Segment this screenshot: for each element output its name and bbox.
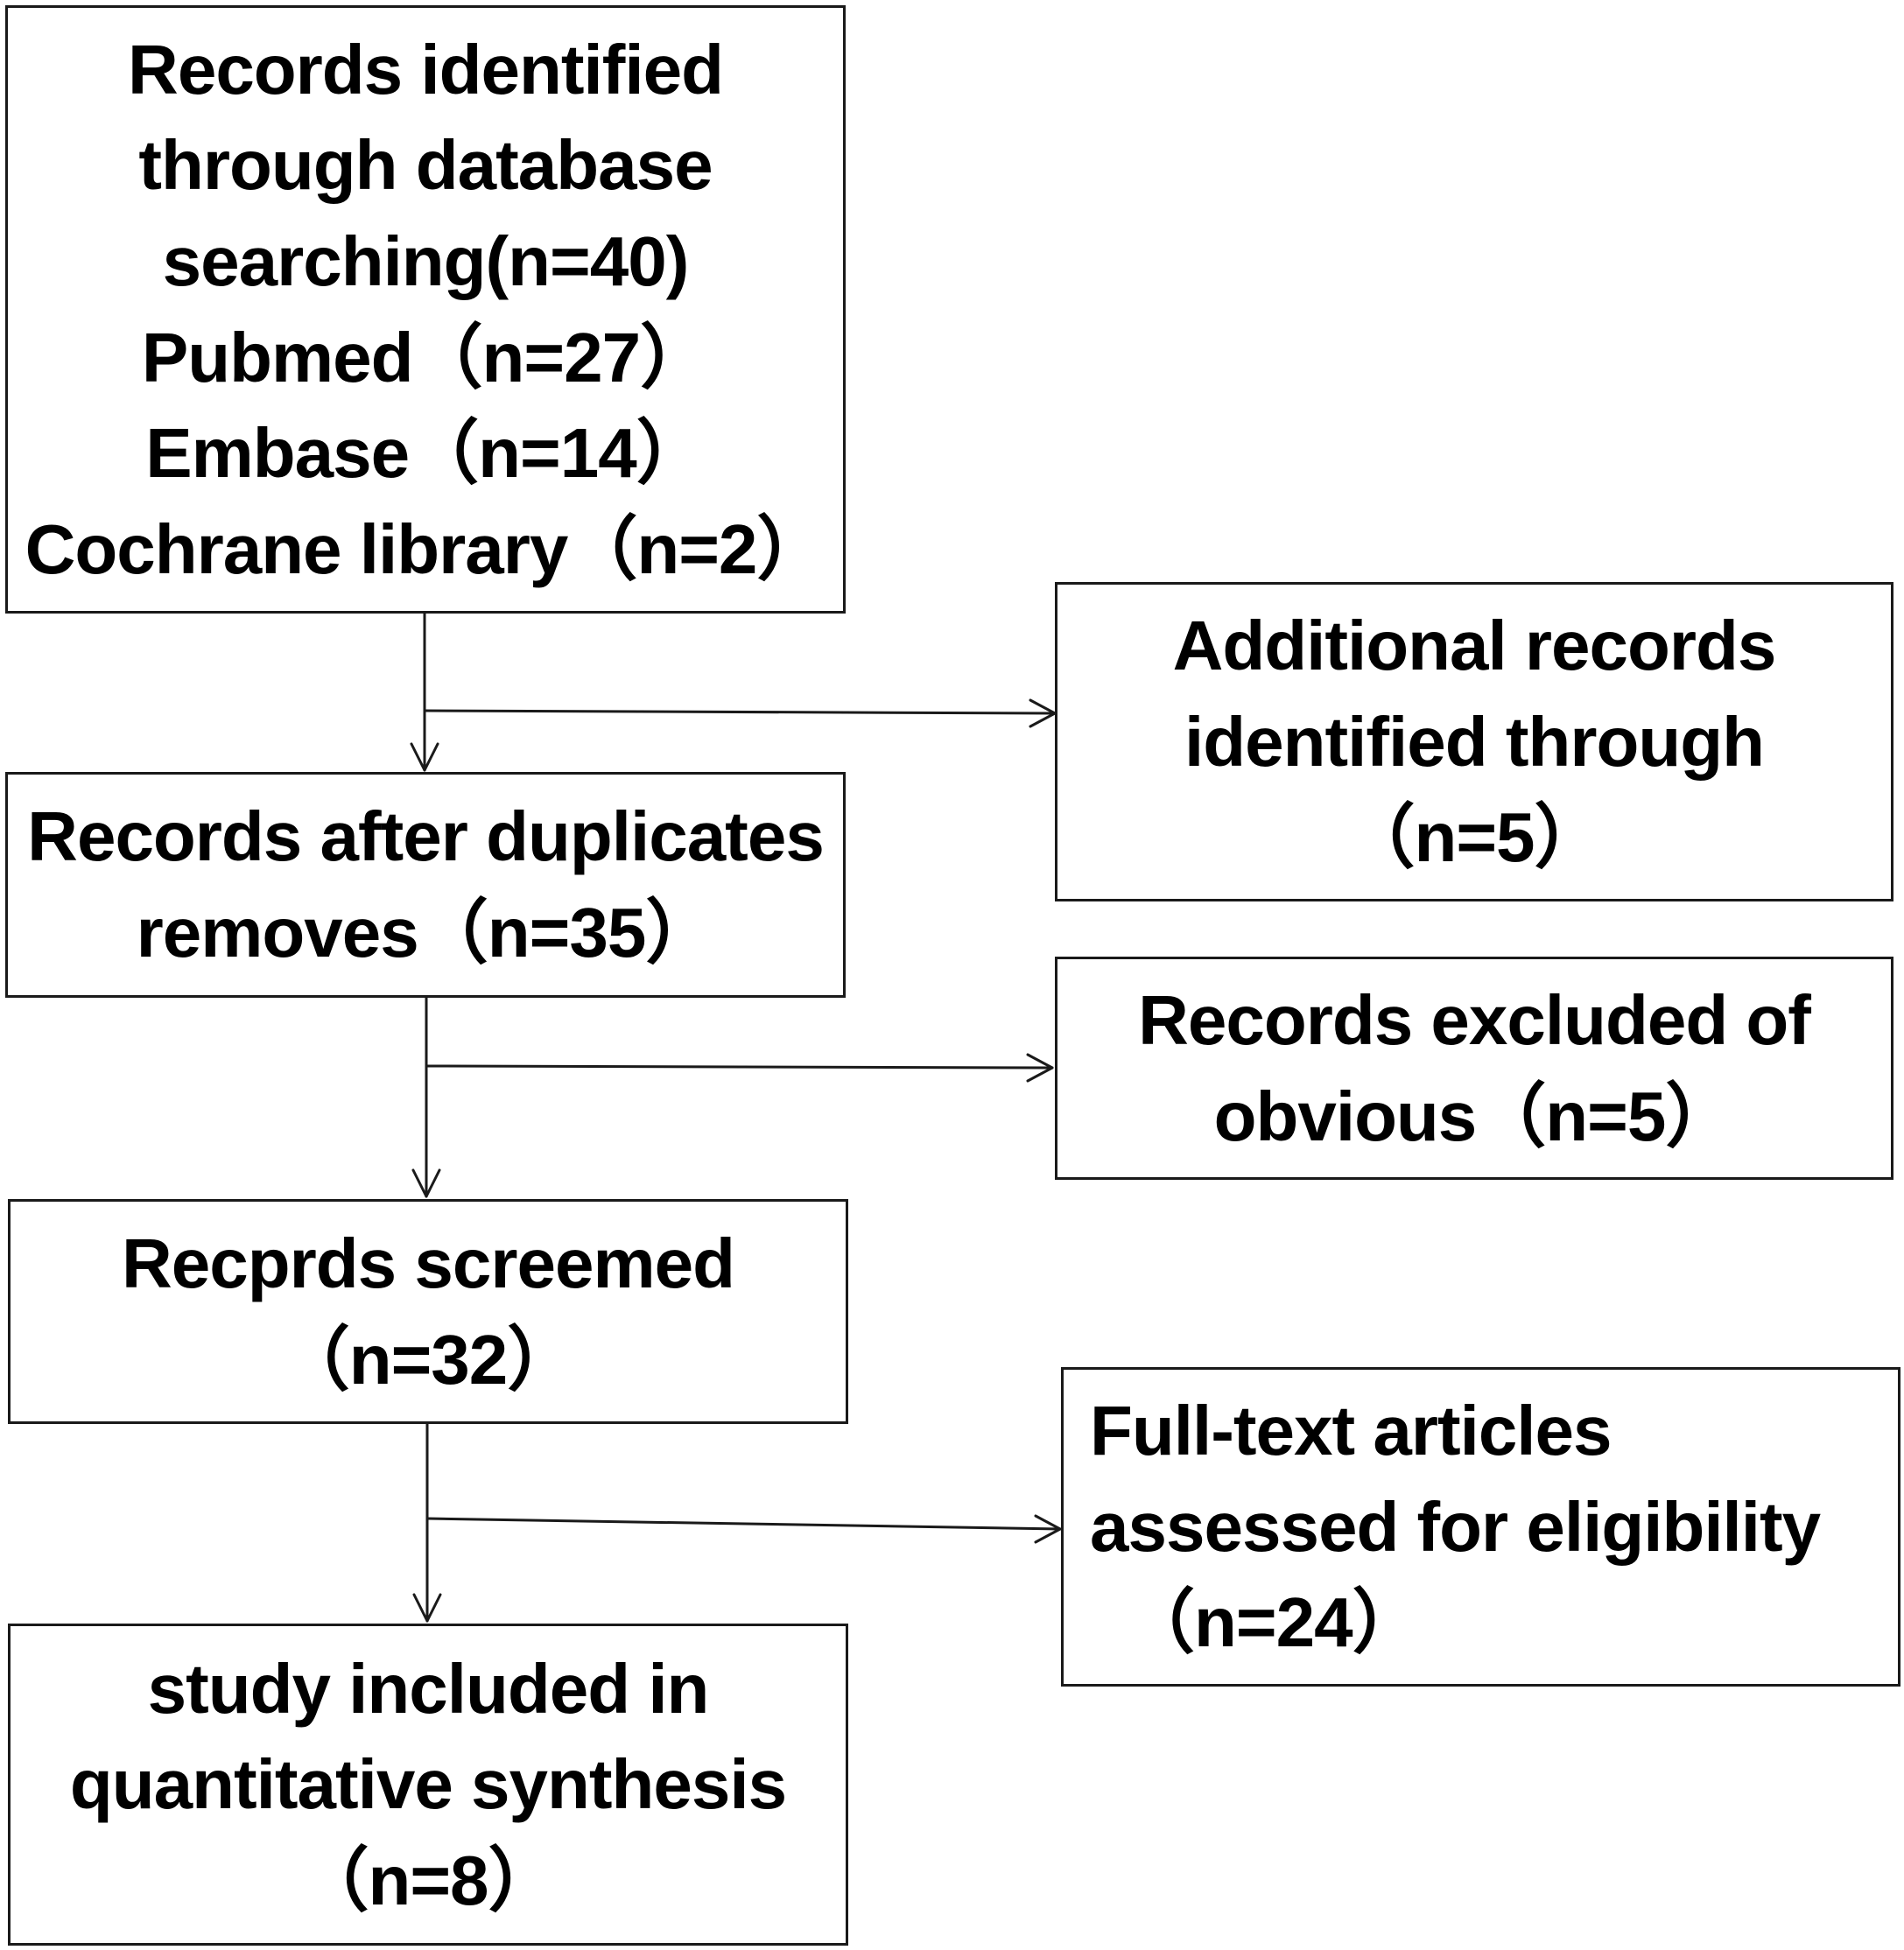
node-records-identified-line-2: through database [138,126,713,205]
node-records-identified-line-3: searching(n=40) [162,221,690,300]
node-records-identified: Records identified through database sear… [5,5,846,614]
arrowhead-screened [411,1168,441,1198]
node-full-text-articles-line-1: Full-text articles [1090,1392,1612,1470]
node-records-excluded: Records excluded of obvious（n=5） [1055,957,1893,1180]
node-records-screened: Recprds screemed （n=32） [8,1199,848,1424]
arrowhead-fulltext [1034,1514,1062,1544]
node-additional-records-line-2: identified through [1184,702,1765,781]
arrowhead-included [412,1593,442,1623]
node-records-excluded-line-1: Records excluded of [1138,980,1811,1059]
node-records-after-duplicates-line-2: removes（n=35） [136,894,716,971]
node-records-screened-line-2: （n=32） [279,1320,578,1399]
connector-branch-to-additional [423,709,1057,715]
node-additional-records-line-3: （n=5） [1345,798,1604,877]
arrowhead-duplicates [410,742,439,772]
node-additional-records-line-1: Additional records [1172,607,1777,685]
node-study-included: study included in quantitative synthesis… [8,1624,848,1946]
node-full-text-articles-line-2: assessed for eligibility [1090,1487,1821,1566]
node-records-screened-line-1: Recprds screemed [122,1224,735,1302]
node-records-after-duplicates: Records after duplicates removes（n=35） [5,772,846,998]
arrowhead-additional [1029,698,1057,728]
node-full-text-articles-line-3: （n=24） [1125,1583,1423,1662]
node-records-identified-line-5: Embase（n=14） [145,414,706,493]
node-study-included-line-2: quantitative synthesis [69,1745,787,1824]
connector-branch-to-excluded [425,1064,1054,1070]
node-full-text-articles: Full-text articles assessed for eligibil… [1061,1367,1900,1687]
node-additional-records: Additional records identified through （n… [1055,582,1893,901]
arrowhead-excluded [1026,1053,1054,1083]
node-study-included-line-3: （n=8） [299,1841,558,1919]
connector-branch-to-fulltext [425,1517,1062,1531]
node-records-after-duplicates-line-1: Records after duplicates [27,797,825,876]
node-records-identified-line-6: Cochrane library（n=2） [25,509,827,588]
node-study-included-line-1: study included in [147,1649,710,1728]
node-records-excluded-line-2: obvious（n=5） [1213,1077,1736,1155]
node-records-identified-line-4: Pubmed（n=27） [141,318,710,396]
node-records-identified-line-1: Records identified [128,30,724,109]
